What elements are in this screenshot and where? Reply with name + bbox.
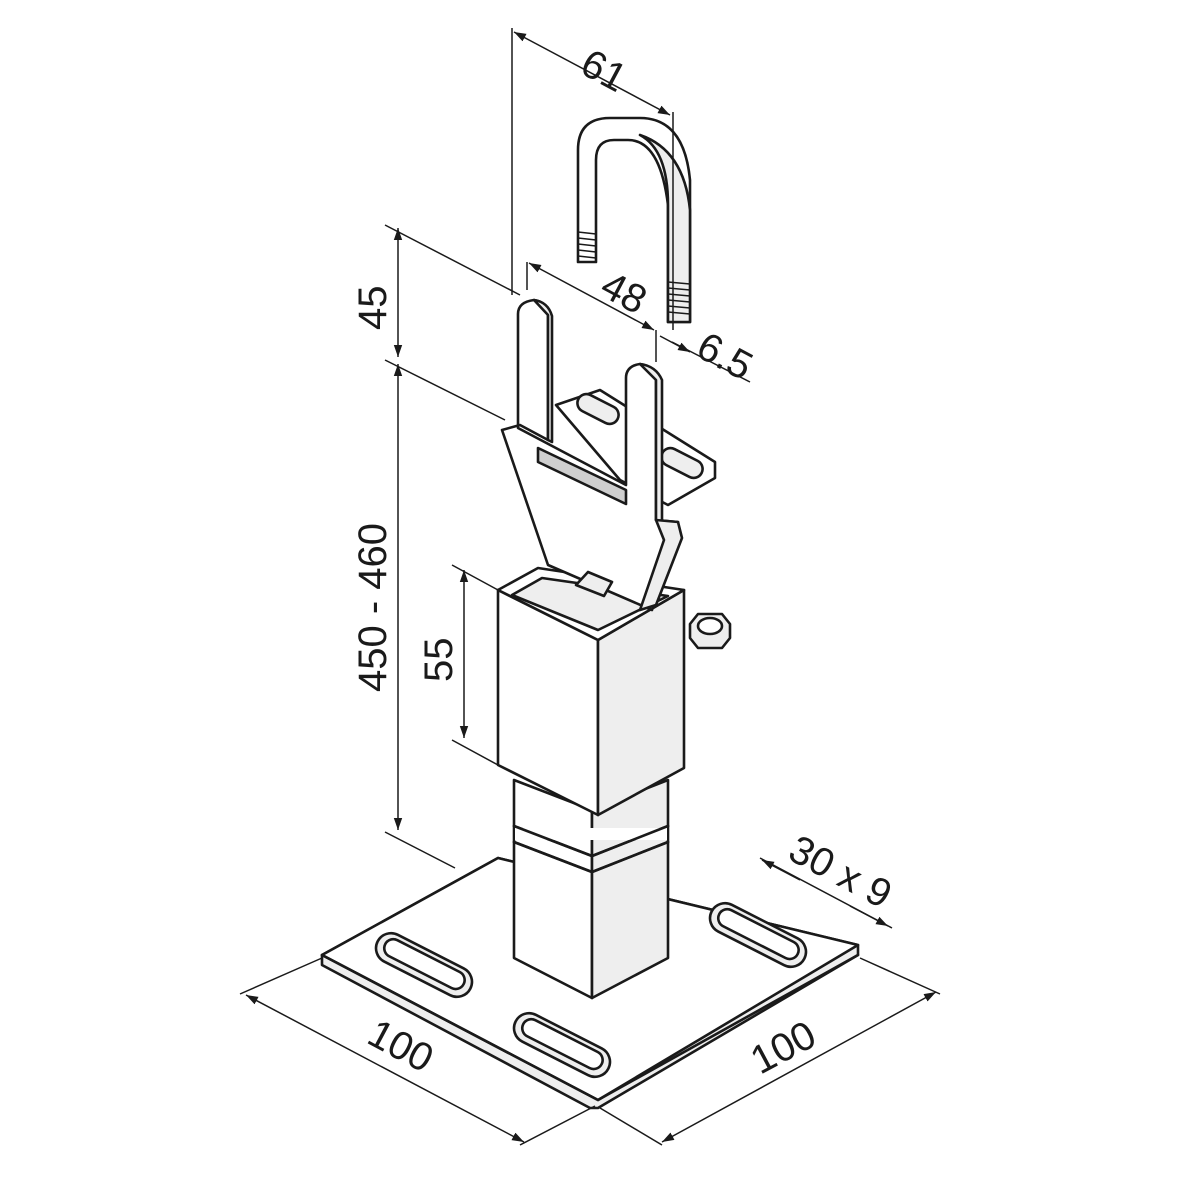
base-slot-right — [708, 901, 808, 969]
dim-base-width-right: 100 — [744, 1013, 824, 1083]
dim-total-height: 450 - 460 — [351, 523, 395, 692]
dimension-lines — [239, 28, 941, 1146]
dim-slot-size: 30 x 9 — [782, 827, 899, 917]
base-slot-left — [374, 931, 474, 999]
dim-sleeve-height: 55 — [417, 638, 461, 683]
sleeve — [496, 566, 686, 817]
inner-post — [512, 778, 670, 1000]
base-slot-front — [512, 1011, 612, 1079]
dim-bolt-diameter: 6.5 — [690, 324, 760, 389]
fork-bracket — [500, 298, 717, 612]
dim-fork-height: 45 — [351, 286, 395, 331]
dim-uclamp-width: 61 — [574, 41, 634, 101]
dim-fork-width: 48 — [594, 263, 654, 323]
hex-nut — [688, 612, 732, 650]
u-bolt — [576, 116, 692, 324]
